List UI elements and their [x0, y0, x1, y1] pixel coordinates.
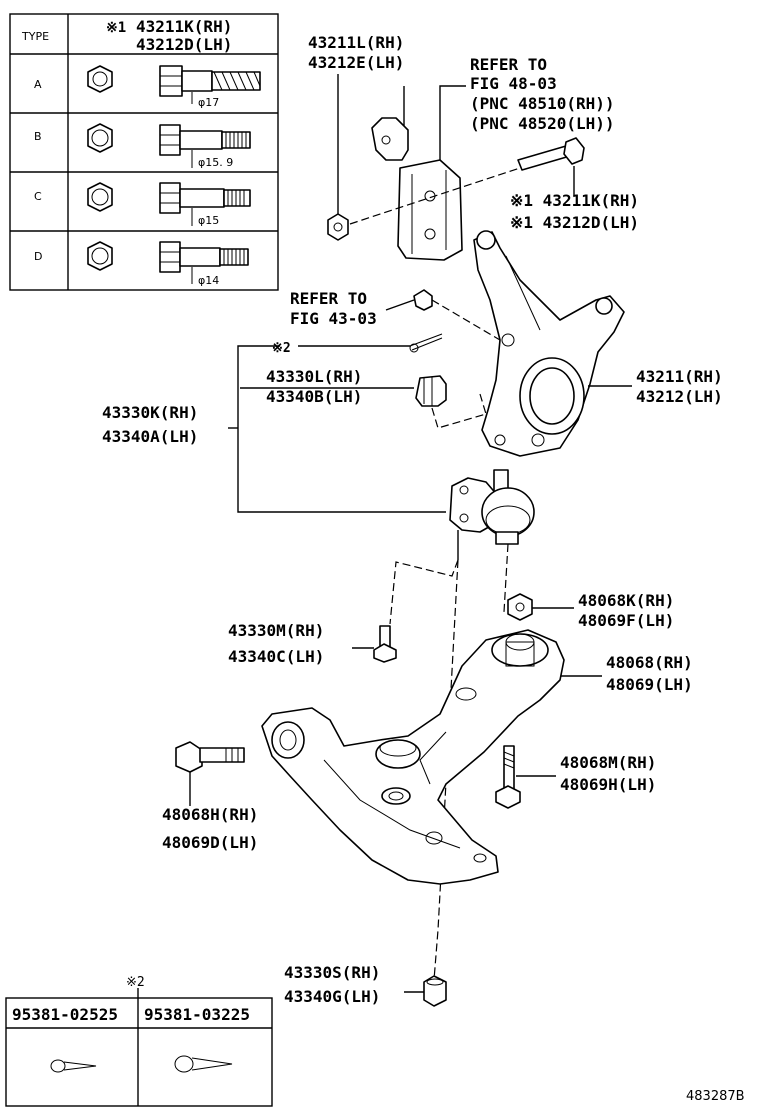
dia-d: φ14: [198, 274, 219, 287]
type-header: TYPE: [21, 30, 49, 43]
bolt-head-c-icon: [87, 182, 113, 212]
nut-43340b-label: 43340B(LH): [266, 387, 362, 406]
cotter-pin-table: ※2 95381-02525 95381-03225: [5, 975, 273, 1107]
figure-id: 483287B: [686, 1089, 745, 1104]
dia-b: φ15. 9: [198, 156, 233, 169]
table-part-rh: 43211K(RH): [136, 17, 232, 36]
bolt-48068h-label: 48068H(RH): [162, 805, 258, 824]
dia-a: φ17: [198, 96, 219, 109]
knuckle-rh-label: 43211(RH): [636, 367, 723, 386]
nut-43330s-label: 43330S(RH): [284, 963, 380, 982]
pin-col-2: 95381-03225: [144, 1005, 250, 1024]
dia-c: φ15: [198, 214, 219, 227]
lower-control-arm: 48068K(RH) 48069F(LH) 43330M(RH) 43340C(…: [162, 591, 693, 1007]
pin-table-mark: ※2: [126, 975, 145, 990]
nut-43340g-label: 43340G(LH): [284, 987, 380, 1006]
knuckle-lh-label: 43212(LH): [636, 387, 723, 406]
ref-mark-1: ※1: [106, 20, 126, 36]
table-part-lh: 43212D(LH): [136, 35, 232, 54]
arm-rh-label: 48068(RH): [606, 653, 693, 672]
type-c: C: [34, 190, 42, 203]
bottom-nut-icon: [423, 975, 447, 1007]
fig-48-03: FIG 48-03: [470, 74, 557, 93]
refer-to-2: REFER TO: [290, 289, 367, 308]
front-bolt-icon: [175, 741, 245, 773]
bracket-lh-label: 43212E(LH): [308, 53, 404, 72]
ball-joint-group: ※2 43330L(RH) 43340B(LH) 43330K(RH) 4334…: [102, 333, 535, 560]
cotter-pin-large-icon: [174, 1055, 233, 1073]
bracket-rh-label: 43211L(RH): [308, 33, 404, 52]
type-d: D: [34, 250, 42, 263]
ball-joint-bolt-icon: [373, 625, 397, 663]
nut-43330l-label: 43330L(RH): [266, 367, 362, 386]
bolt-head-d-icon: [87, 241, 113, 271]
rear-bolt-icon: [495, 745, 521, 809]
pnc-lh: (PNC 48520(LH)): [470, 114, 615, 133]
bolt-side-a-icon: [159, 65, 261, 104]
type-a: A: [34, 78, 42, 91]
bolt-type-table: TYPE ※1 43211K(RH) 43212D(LH) A φ17 B: [9, 13, 279, 291]
arm-nut-icon: [507, 593, 533, 621]
type-b: B: [34, 130, 42, 143]
ball-joint-lh-label: 43340A(LH): [102, 427, 198, 446]
strut-bracket: 43211L(RH) 43212E(LH) REFER TO FIG 48-03…: [308, 33, 639, 261]
bolt-side-d-icon: [159, 241, 249, 284]
bolt-48069h-label: 48069H(LH): [560, 775, 656, 794]
nut-48069f-label: 48069F(LH): [578, 611, 674, 630]
nut-48068k-label: 48068K(RH): [578, 591, 674, 610]
steering-knuckle: REFER TO FIG 43-03 43211(RH) 43212(LH): [290, 230, 723, 457]
refer-to-1: REFER TO: [470, 55, 547, 74]
bolt-43330m-label: 43330M(RH): [228, 621, 324, 640]
bolt-43340c-label: 43340C(LH): [228, 647, 324, 666]
bolt-43211k-label: ※1 43211K(RH): [510, 191, 639, 210]
cotter-pin-icon: [409, 333, 443, 353]
strut-bolt-icon: [517, 137, 585, 171]
bolt-48068m-label: 48068M(RH): [560, 753, 656, 772]
bolt-side-b-icon: [159, 124, 251, 168]
pin-col-1: 95381-02525: [12, 1005, 118, 1024]
arm-lh-label: 48069(LH): [606, 675, 693, 694]
castle-nut-icon: [415, 375, 447, 407]
cotter-pin-small-icon: [50, 1059, 97, 1073]
pin-mark-label: ※2: [272, 341, 291, 356]
bolt-48069d-label: 48069D(LH): [162, 833, 258, 852]
pnc-rh: (PNC 48510(RH)): [470, 94, 615, 113]
bolt-head-b-icon: [87, 123, 113, 153]
bolt-43212d-label: ※1 43212D(LH): [510, 213, 639, 232]
bolt-head-a-icon: [87, 65, 113, 93]
fig-43-03: FIG 43-03: [290, 309, 377, 328]
bolt-side-c-icon: [159, 182, 251, 226]
ball-joint-rh-label: 43330K(RH): [102, 403, 198, 422]
bracket-nut-icon: [327, 213, 349, 241]
knuckle-bolt-icon: [413, 289, 501, 341]
